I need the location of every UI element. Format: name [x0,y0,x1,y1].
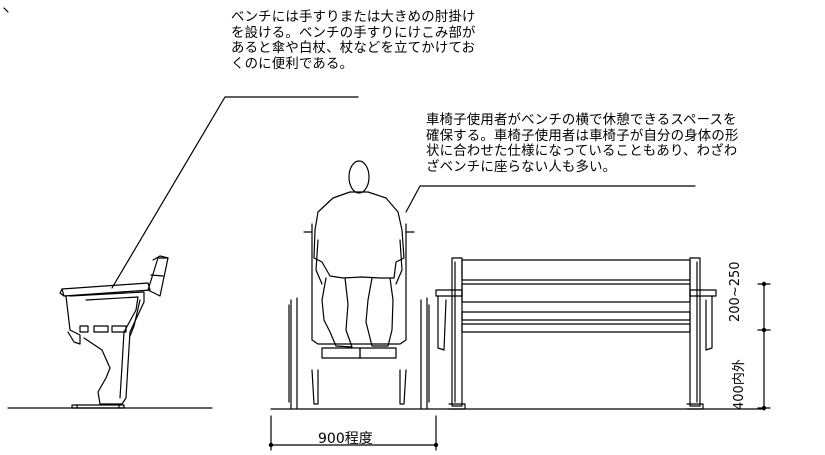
front-bench [435,257,717,410]
backrest-height-label: 200~250 [728,261,743,322]
height-dimension-line [757,283,771,411]
corner-mark [3,7,9,13]
wheelchair-user [288,160,430,409]
wheelchair-space-note: 車椅子使用者がベンチの横で休憩できるスペースを 確保する。車椅子使用者は車椅子が… [426,113,739,175]
armrest-note: ベンチには手すりまたは大きめの肘掛け を設ける。ベンチの手すりにけこみ部が ある… [231,10,476,72]
wheelchair-space-width-label: 900程度 [318,431,373,447]
wheelchair-leader-line [405,185,696,213]
armrest-leader-line [111,96,359,289]
seat-height-label: 400内外 [732,359,747,410]
side-bench [59,255,169,409]
